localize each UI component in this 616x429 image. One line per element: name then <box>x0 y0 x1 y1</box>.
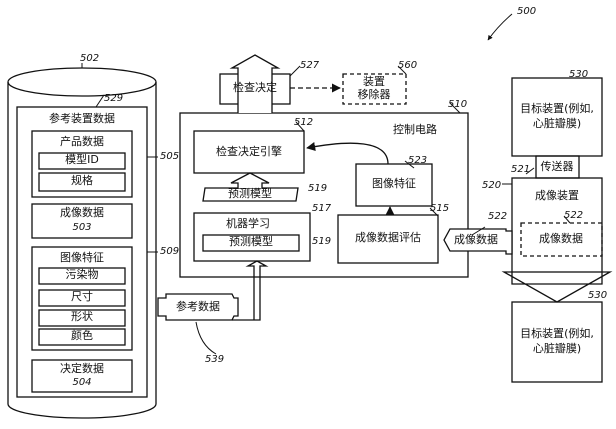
conveyor-leader <box>525 167 535 175</box>
image-features-out-box <box>355 163 433 207</box>
remover-leader <box>397 65 407 75</box>
device-remover-label-2: 移除器 <box>357 88 391 101</box>
imaging-data-label: 成像数据 <box>60 206 104 219</box>
target-device-bottom-label-2: 心脏瓣膜) <box>532 342 582 355</box>
spec-label: 规格 <box>71 174 93 187</box>
target-device-bottom-label-1: 目标装置(例如, <box>520 327 594 340</box>
eval-leader <box>429 207 439 217</box>
shape-label: 形状 <box>71 310 93 323</box>
ref-data-leader <box>195 321 217 355</box>
image-features-out-label: 图像特征 <box>372 177 416 190</box>
remover-ref: 560 <box>398 60 418 71</box>
reference-data-arrow <box>157 293 239 321</box>
ref-data-ref: 529 <box>104 93 124 104</box>
reference-data-label: 参考数据 <box>176 300 220 313</box>
image-features-label: 图像特征 <box>60 251 104 264</box>
inner-data-leader <box>563 215 571 224</box>
control-circuit-box <box>179 112 469 278</box>
decision-data-label: 决定数据 <box>60 362 104 375</box>
color-box <box>38 328 126 346</box>
conveyor-label: 传送器 <box>540 160 574 173</box>
target-bottom-ref: 530 <box>588 290 608 301</box>
device-remover-box <box>342 73 407 105</box>
shape-box <box>38 309 126 327</box>
inspection-decision-engine-label: 检查决定引擎 <box>216 145 282 158</box>
imaging-data-arrow-leader <box>471 226 486 236</box>
imaging-device-ref: 520 <box>482 180 502 191</box>
image-feat-ref: 509 <box>160 246 180 257</box>
color-label: 颜色 <box>71 329 93 342</box>
imaging-arrow-ref: 522 <box>488 211 508 222</box>
ref-data-arrow-ref: 539 <box>205 354 225 365</box>
product-ref: 505 <box>160 151 180 162</box>
figure-number: 500 <box>517 6 537 17</box>
model-id-label: 模型ID <box>65 153 99 166</box>
size-box <box>38 289 126 307</box>
imaging-data-box <box>31 203 133 239</box>
control-leader <box>449 102 461 114</box>
predict-model-inner-label: 预测模型 <box>229 235 273 248</box>
contaminant-box <box>38 267 126 285</box>
ref-to-ml-block-arrow <box>232 260 269 321</box>
control-circuit-label: 控制电路 <box>393 123 437 136</box>
target-device-top-label-1: 目标装置(例如, <box>520 102 594 115</box>
inner-data-ref: 522 <box>564 210 584 221</box>
imaging-eval-label: 成像数据评估 <box>355 231 421 244</box>
db-ref: 502 <box>80 53 100 64</box>
decision-data-box <box>31 359 133 393</box>
engine-ref: 512 <box>294 117 314 128</box>
conveyor-box <box>535 155 580 179</box>
contaminant-label: 污染物 <box>65 268 99 281</box>
decision-num-leader <box>289 65 301 77</box>
imaging-device-label: 成像装置 <box>535 189 579 202</box>
imaging-data-arrow-label: 成像数据 <box>454 233 498 246</box>
reference-device-data-title: 参考装置数据 <box>49 112 115 125</box>
predict-model-tag <box>202 187 299 202</box>
imaging-data-inner-box <box>520 222 603 257</box>
decision-data-ref: 504 <box>72 377 92 388</box>
size-label: 尺寸 <box>71 290 93 303</box>
engine-leader <box>295 121 305 132</box>
conveyor-ref: 521 <box>511 164 531 175</box>
imaging-data-ref: 503 <box>72 222 92 233</box>
predict-model-tag-label: 预测模型 <box>228 187 272 200</box>
control-ref: 510 <box>448 99 468 110</box>
features-out-ref: 523 <box>408 155 428 166</box>
features-out-leader <box>404 160 415 169</box>
imaging-data-inner-label: 成像数据 <box>539 232 583 245</box>
model-inner-ref: 519 <box>312 236 332 247</box>
decision-to-output-block-arrow <box>229 54 281 113</box>
machine-learning-box <box>193 212 311 262</box>
spec-box <box>38 172 126 192</box>
predict-model-inner-box <box>202 234 300 252</box>
product-data-box <box>31 130 133 198</box>
device-remover-label-1: 装置 <box>363 75 385 88</box>
ref-panel-leader <box>95 94 105 108</box>
model-to-engine-block-arrow <box>230 172 270 188</box>
device-flow-chevron <box>501 271 613 303</box>
target-top-ref: 530 <box>569 69 589 80</box>
imaging-data-block-arrow <box>443 228 513 255</box>
figure-pointer <box>487 13 513 41</box>
features-to-engine-arrow <box>306 142 389 165</box>
model-block-ref: 519 <box>308 183 328 194</box>
decision-ref: 527 <box>300 60 320 71</box>
ml-ref: 517 <box>312 203 332 214</box>
image-features-box <box>31 246 133 351</box>
eval-ref: 515 <box>430 203 450 214</box>
machine-learning-label: 机器学习 <box>226 217 270 230</box>
product-data-label: 产品数据 <box>60 135 104 148</box>
model-id-box <box>38 152 126 170</box>
target-device-top-label-2: 心脏瓣膜) <box>532 117 582 130</box>
inspection-decision-label: 检查决定 <box>233 81 277 94</box>
